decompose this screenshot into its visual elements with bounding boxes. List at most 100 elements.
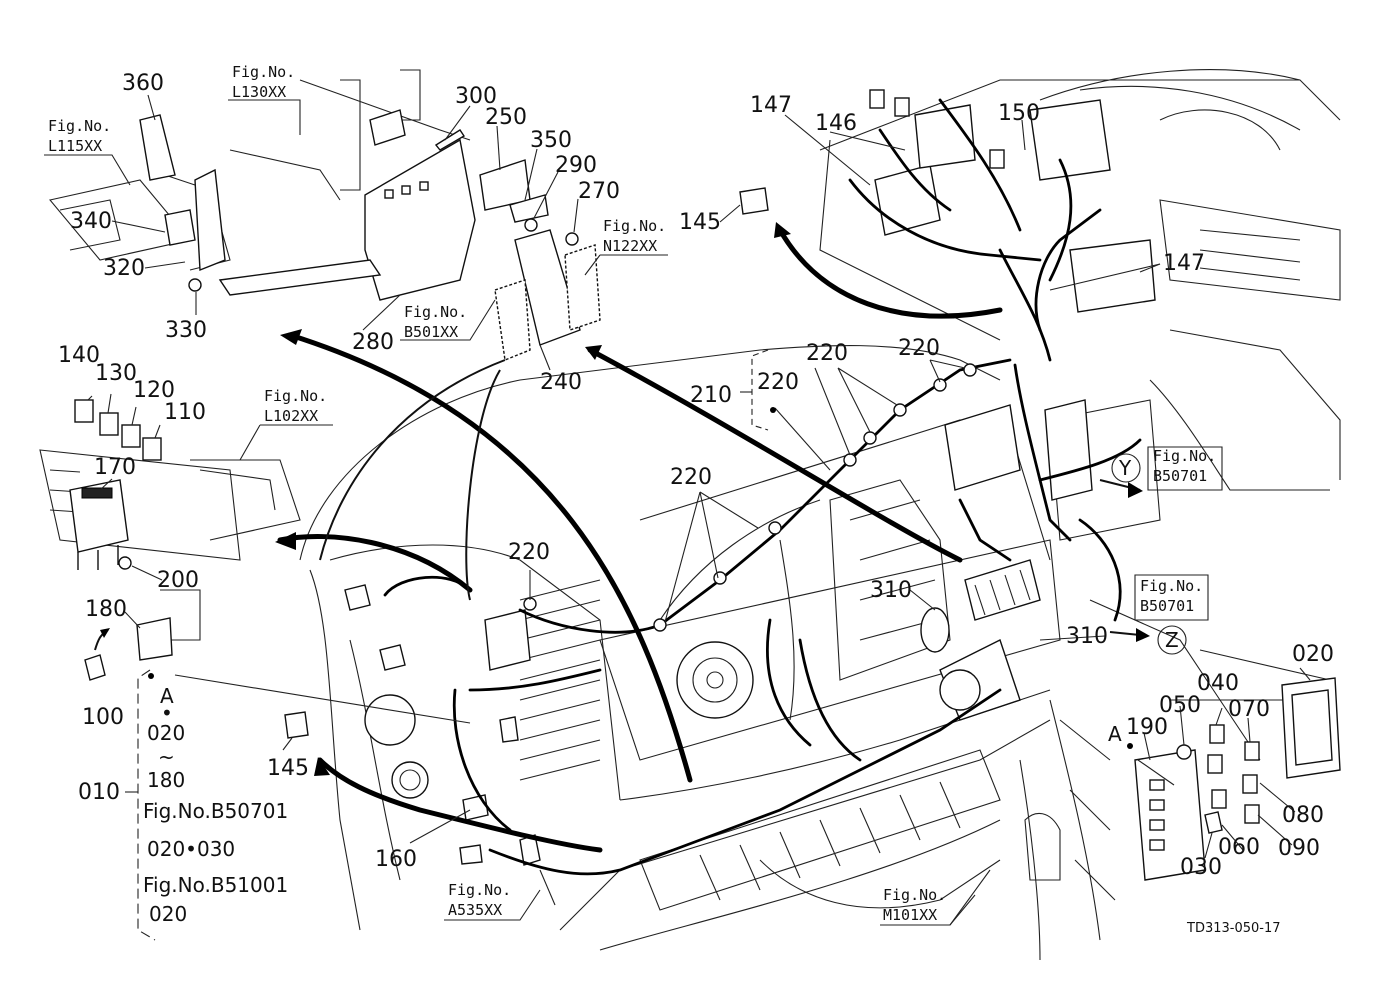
callout-270: 270 xyxy=(578,179,620,204)
alternator xyxy=(676,641,754,719)
set-line-dot: • xyxy=(161,701,173,725)
callout-310-a: 310 xyxy=(870,578,912,603)
relay-340 xyxy=(164,209,196,246)
set-line-tilde: ~ xyxy=(158,745,175,769)
svg-text:Y: Y xyxy=(1118,456,1132,480)
headlamp-assembly xyxy=(344,584,531,799)
callout-170: 170 xyxy=(94,455,136,480)
fig-ref-b50701-z: Fig.No. B50701 xyxy=(1134,574,1209,621)
svg-text:B50701: B50701 xyxy=(1153,467,1207,485)
bracket-240 xyxy=(494,229,601,361)
set-line-a: A xyxy=(160,684,174,708)
callout-070: 070 xyxy=(1228,697,1270,722)
callout-330: 330 xyxy=(165,318,207,343)
svg-text:Fig.No.: Fig.No. xyxy=(232,63,295,81)
fuse-100 xyxy=(84,654,106,681)
svg-text:N122XX: N122XX xyxy=(603,237,657,255)
callout-146: 146 xyxy=(815,111,857,136)
callout-020: 020 xyxy=(1292,642,1334,667)
clip-350 xyxy=(509,194,549,223)
callout-290: 290 xyxy=(555,153,597,178)
connector-145-left xyxy=(284,711,309,739)
callout-250: 250 xyxy=(485,105,527,130)
callout-220-e: 220 xyxy=(508,540,550,565)
callout-labels: 360 340 320 330 300 250 350 290 270 280 … xyxy=(58,71,1334,880)
drawing-code: TD313-050-17 xyxy=(1186,921,1281,936)
callout-220-d: 220 xyxy=(670,465,712,490)
set-line-180: 180 xyxy=(147,768,185,792)
svg-text:Fig.No.: Fig.No. xyxy=(883,886,946,904)
fig-ref-m101: Fig.No. M101XX xyxy=(880,886,976,926)
svg-text:L102XX: L102XX xyxy=(264,407,318,425)
callout-030: 030 xyxy=(1180,855,1222,880)
pin-300 xyxy=(434,129,465,151)
callout-050: 050 xyxy=(1159,693,1201,718)
connector-160 xyxy=(462,794,489,821)
callout-145-top: 145 xyxy=(679,210,721,235)
svg-text:Z: Z xyxy=(1165,628,1179,652)
callout-350: 350 xyxy=(530,128,572,153)
svg-text:L115XX: L115XX xyxy=(48,137,102,155)
relay-block-upper xyxy=(869,89,1156,313)
callout-147-right: 147 xyxy=(1163,251,1205,276)
sleeve-310 xyxy=(920,559,1041,653)
svg-text:Fig.No.: Fig.No. xyxy=(448,881,511,899)
svg-text:Fig.No.: Fig.No. xyxy=(1153,447,1216,465)
fig-ref-n122: Fig.No. N122XX xyxy=(584,217,668,276)
callout-240: 240 xyxy=(540,370,582,395)
callout-340: 340 xyxy=(70,209,112,234)
callout-320: 320 xyxy=(103,256,145,281)
callout-210: 210 xyxy=(690,383,732,408)
starter-motor xyxy=(939,639,1021,721)
callout-090: 090 xyxy=(1278,836,1320,861)
callout-130: 130 xyxy=(95,361,137,386)
bracket-280 xyxy=(218,109,476,301)
fig-ref-l102: Fig.No. L102XX xyxy=(239,387,333,461)
set-line-fig-b51001: Fig.No.B51001 xyxy=(143,873,288,897)
svg-text:Fig.No.: Fig.No. xyxy=(264,387,327,405)
fuse-box-cover-020 xyxy=(1281,677,1341,779)
main-harness xyxy=(383,98,1142,876)
fig-ref-l115: Fig.No. L115XX xyxy=(44,117,131,186)
callout-040: 040 xyxy=(1197,671,1239,696)
callout-220-c: 220 xyxy=(898,336,940,361)
fuses-040-090 xyxy=(1176,724,1260,834)
callout-010: 010 xyxy=(78,780,120,805)
bracket-210-220 xyxy=(740,349,776,431)
callout-310-b: 310 xyxy=(1066,624,1108,649)
installation-arrows xyxy=(94,222,1150,853)
set-line-020-030: 020•030 xyxy=(147,837,235,861)
callout-360: 360 xyxy=(122,71,164,96)
svg-text:Fig.No.: Fig.No. xyxy=(404,303,467,321)
callout-140: 140 xyxy=(58,343,100,368)
callout-220-a: 220 xyxy=(757,370,799,395)
svg-text:M101XX: M101XX xyxy=(883,906,937,924)
callout-220-b: 220 xyxy=(806,341,848,366)
set-line-020-b: 020 xyxy=(149,902,187,926)
callout-200: 200 xyxy=(157,568,199,593)
fuse-set-110-140 xyxy=(74,399,162,461)
svg-text:Fig.No.: Fig.No. xyxy=(1140,577,1203,595)
svg-text:B501XX: B501XX xyxy=(404,323,458,341)
screws-290-270 xyxy=(524,218,579,246)
callout-147-top: 147 xyxy=(750,93,792,118)
connector-145-top xyxy=(739,187,769,215)
fig-ref-a535: Fig.No. A535XX xyxy=(444,881,541,921)
callout-300: 300 xyxy=(455,84,497,109)
connector-180 xyxy=(136,617,173,661)
fig-ref-l130: Fig.No. L130XX xyxy=(228,63,301,135)
figure-references: Fig.No. L130XX Fig.No. L115XX Fig.No. N1… xyxy=(44,63,1223,926)
horn-connector xyxy=(459,834,541,866)
fuse-box-010 xyxy=(1134,749,1206,881)
svg-text:B50701: B50701 xyxy=(1140,597,1194,615)
fig-ref-b501: Fig.No. B501XX xyxy=(400,299,496,341)
marker-z: Z xyxy=(1157,625,1187,655)
marker-a-right: A xyxy=(1108,722,1122,746)
callout-280: 280 xyxy=(352,330,394,355)
set-line-020: 020 xyxy=(147,721,185,745)
callout-160: 160 xyxy=(375,847,417,872)
set-010-contents: A • 020 ~ 180 Fig.No.B50701 020•030 Fig.… xyxy=(143,684,288,926)
grommet-200 xyxy=(118,556,132,570)
